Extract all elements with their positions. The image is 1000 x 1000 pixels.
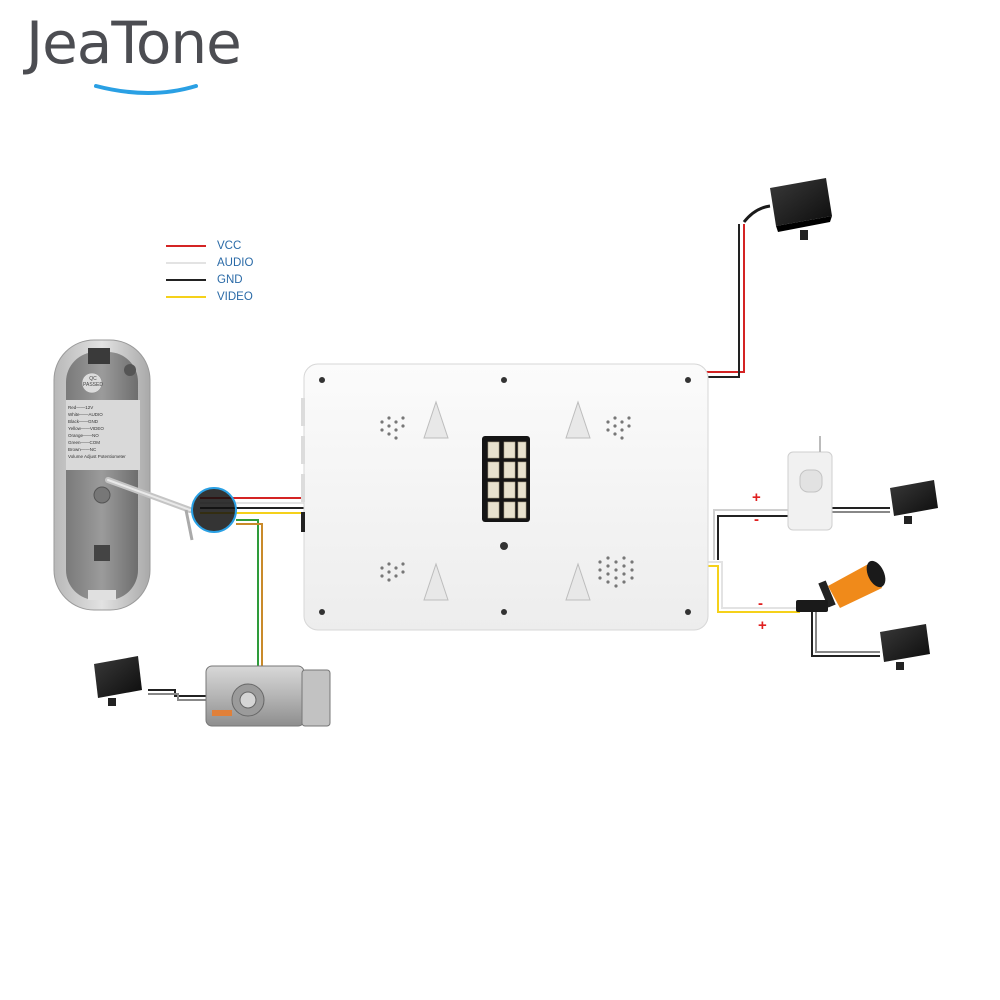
panel-wiring-label: Red——12V White——AUDIO Black——GND Yellow—…	[68, 404, 138, 466]
panel-wiring-line: Red——12V	[68, 405, 94, 410]
legend-swatch-vcc	[166, 244, 206, 247]
camera-plus-sign: +	[758, 617, 767, 634]
legend-label-video: VIDEO	[217, 290, 253, 303]
panel-wiring-line: Green——COM	[68, 440, 101, 445]
legend-swatch-video	[166, 295, 206, 298]
brand-logo: JeaTone	[26, 14, 242, 72]
pir-sensor	[787, 436, 833, 531]
legend-swatch-audio	[166, 261, 206, 264]
logo-swoosh	[94, 84, 198, 95]
connector-highlight-ring	[191, 487, 237, 533]
panel-qc-text: QC	[89, 376, 97, 382]
legend-item-gnd: GND	[166, 271, 253, 288]
sensor-plus-sign: +	[752, 489, 761, 506]
lock-cable	[148, 519, 263, 701]
wire-color-legend: VCC AUDIO GND VIDEO	[166, 237, 253, 305]
legend-label-vcc: VCC	[217, 239, 242, 252]
legend-item-vcc: VCC	[166, 237, 253, 254]
security-camera	[796, 560, 886, 612]
panel-qc-subtext: PASSED	[83, 382, 103, 388]
legend-item-video: VIDEO	[166, 288, 253, 305]
power-adapter-sensor	[890, 480, 938, 524]
outdoor-panel	[53, 339, 194, 611]
legend-swatch-gnd	[166, 278, 206, 281]
indoor-monitor	[301, 363, 709, 631]
panel-wiring-line: White——AUDIO	[68, 412, 103, 417]
panel-wiring-line: Orange——NO	[68, 433, 99, 438]
panel-wiring-line: Black——GND	[68, 419, 99, 424]
brand-logo-text: JeaTone	[26, 9, 242, 77]
sensor-cable	[713, 507, 890, 560]
power-adapter-monitor	[742, 178, 832, 240]
panel-wiring-line: Brown——NC	[68, 447, 97, 452]
sensor-minus-sign: -	[754, 511, 759, 528]
legend-label-gnd: GND	[217, 273, 243, 286]
panel-potentiometer-label: Volume Adjust Potentiometer	[68, 454, 126, 459]
panel-qc-seal: QC PASSED	[83, 376, 103, 388]
electric-lock	[205, 665, 331, 727]
camera-minus-sign: -	[758, 595, 763, 612]
power-adapter-camera	[880, 624, 930, 670]
legend-label-audio: AUDIO	[217, 256, 254, 269]
camera-power-cable	[811, 612, 880, 657]
legend-item-audio: AUDIO	[166, 254, 253, 271]
panel-wiring-line: Yellow——VIDEO	[68, 426, 104, 431]
power-adapter-lock	[94, 656, 142, 706]
